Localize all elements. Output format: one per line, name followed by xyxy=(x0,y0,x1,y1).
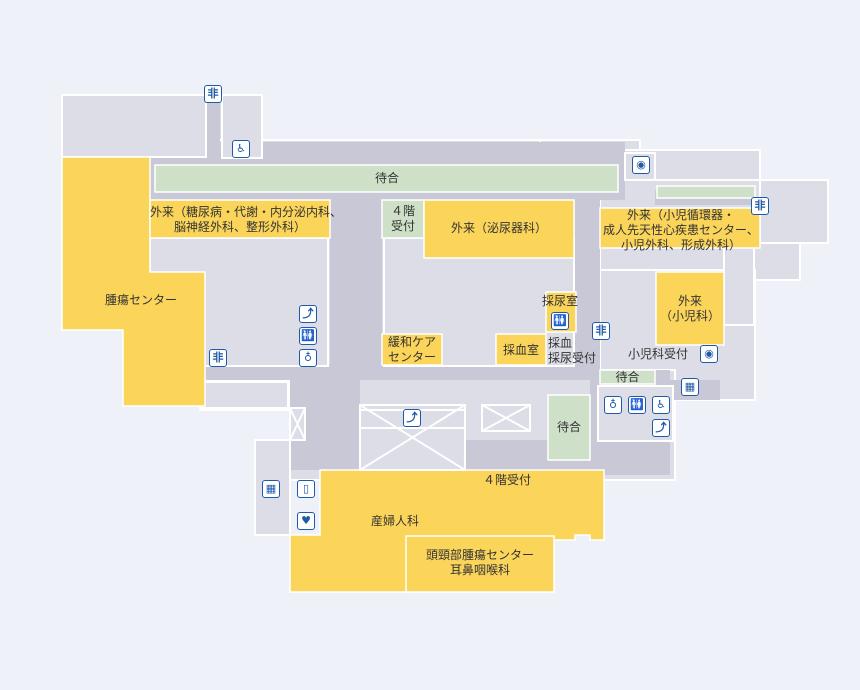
accessible-icon: ♿ xyxy=(652,396,670,414)
blood-urine-reception-label: 採血 採尿受付 xyxy=(548,336,597,365)
blood-draw-area xyxy=(495,333,547,366)
palliative-label: 緩和ケア センター xyxy=(387,335,436,364)
restroom-icon: 🚻 xyxy=(551,312,569,330)
blood-draw-room-label: 採血室 xyxy=(502,343,539,357)
outpatient-a-label: 外来（糖尿病・代謝・内分泌内科、 脳神経外科、整形外科） xyxy=(150,205,343,234)
pediatrics-area xyxy=(655,271,725,346)
urine-room-label: 採尿室 xyxy=(541,294,578,308)
baby-care-icon: ◉ xyxy=(700,345,718,363)
outpatient-pediatric-label: 外来（小児循環器・ 成人先天性心疾患センター、 小児外科、形成外科） xyxy=(603,208,759,252)
reception-4f-a-label: ４階 受付 xyxy=(390,204,415,233)
reception-4f-b-label: ４階受付 xyxy=(482,473,531,487)
accessible-icon: ♿ xyxy=(232,140,250,158)
waiting-right-label: 待合 xyxy=(615,370,640,384)
palliative-area xyxy=(381,333,443,366)
escalator-icon: ⤴ xyxy=(403,409,421,427)
nursing-icon: ♁ xyxy=(604,396,622,414)
departments xyxy=(61,156,761,593)
baby-care-icon: ◉ xyxy=(632,156,650,174)
waiting-center-label: 待合 xyxy=(556,420,581,434)
waiting-right-box xyxy=(599,369,656,385)
reception-4f-a-box xyxy=(381,199,425,239)
obstetrics-label: 産婦人科 xyxy=(370,514,419,528)
phone-icon: ▯ xyxy=(297,480,315,498)
outpatient-pediatric-area xyxy=(599,207,761,249)
tumor-center-label: 腫瘍センター xyxy=(104,293,177,307)
head-neck-label: 頭頸部腫瘍センター 耳鼻咽喉科 xyxy=(425,548,534,577)
tumor-center-area xyxy=(61,156,206,407)
nursing-icon: ♁ xyxy=(299,349,317,367)
emergency-exit-icon: 非 xyxy=(592,322,610,340)
emergency-exit-icon: 非 xyxy=(751,197,769,215)
elevator-icon: ▦ xyxy=(262,480,280,498)
emergency-exit-icon: 非 xyxy=(204,85,222,103)
pediatrics-reception-label: 小児科受付 xyxy=(627,347,688,361)
stairs-icon: ⤴ xyxy=(299,305,317,323)
restroom-icon: 🚻 xyxy=(299,327,317,345)
emergency-exit-icon: 非 xyxy=(209,349,227,367)
waiting-center-box xyxy=(547,394,591,461)
elevator-icon: ▦ xyxy=(681,378,699,396)
urology-area xyxy=(423,199,575,259)
urology-label: 外来（泌尿器科） xyxy=(450,221,547,235)
waiting-main-label: 待合 xyxy=(374,171,399,185)
escalator-void xyxy=(289,404,531,471)
restroom-icon: 🚻 xyxy=(628,396,646,414)
outpatient-a-area xyxy=(149,199,331,239)
pediatrics-label: 外来 （小児科） xyxy=(659,294,720,323)
head-neck-area xyxy=(405,535,555,593)
waiting-main xyxy=(154,164,619,193)
aed-icon: ♥ xyxy=(297,512,315,530)
stairs-icon: ⤴ xyxy=(652,419,670,437)
